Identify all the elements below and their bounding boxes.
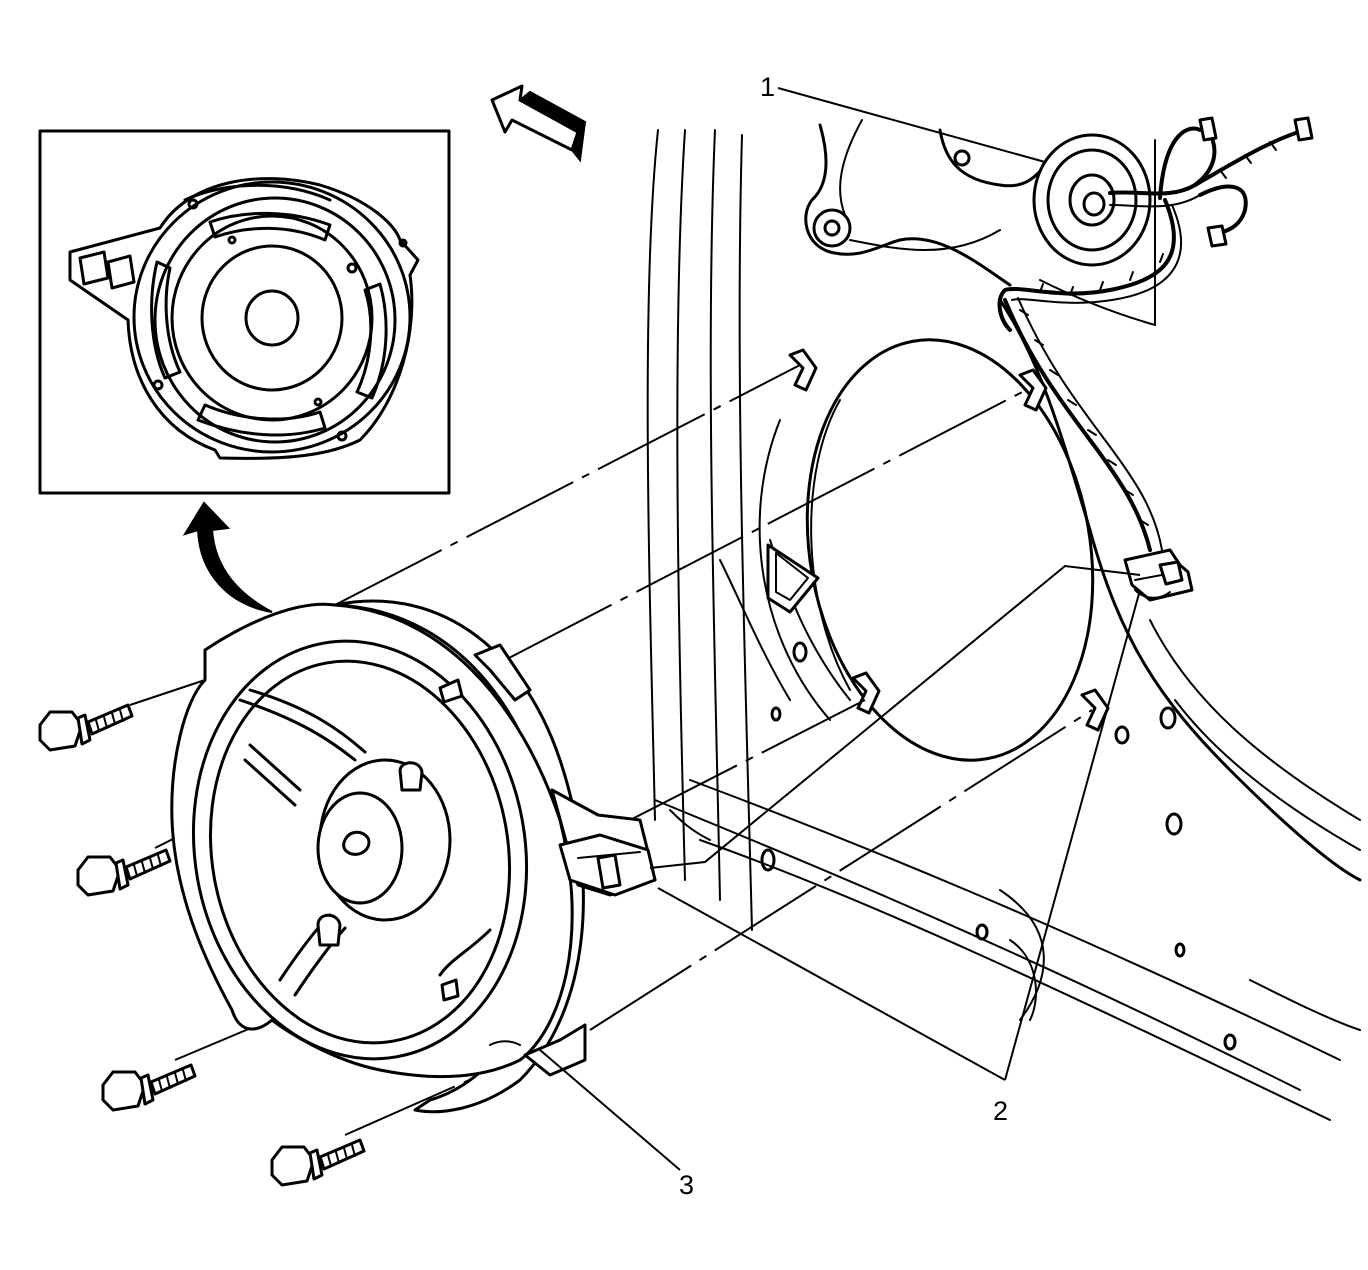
harness-connector bbox=[1123, 548, 1194, 602]
detail-inset bbox=[38, 129, 451, 495]
callout-3-label: 3 bbox=[679, 1170, 694, 1200]
bolt-lower-right bbox=[270, 1138, 366, 1187]
bolt-upper-left bbox=[38, 703, 134, 752]
speaker-adapter-ring bbox=[68, 177, 420, 460]
callout-2-label: 2 bbox=[993, 1096, 1008, 1126]
curved-arrow-icon bbox=[182, 501, 273, 613]
upper-door-bracket bbox=[804, 123, 1156, 326]
grommet bbox=[1032, 133, 1152, 267]
wire-harness bbox=[997, 116, 1314, 552]
callout-leaders bbox=[539, 87, 1141, 1171]
speaker-assembly bbox=[170, 599, 657, 1114]
door-inner-panel bbox=[646, 119, 1362, 1121]
forward-arrow-icon bbox=[490, 84, 587, 163]
bolt-lower-left bbox=[101, 1063, 197, 1112]
door-clips bbox=[788, 348, 1110, 732]
callout-1-label: 1 bbox=[760, 72, 775, 102]
bolt-middle-left bbox=[76, 848, 172, 897]
